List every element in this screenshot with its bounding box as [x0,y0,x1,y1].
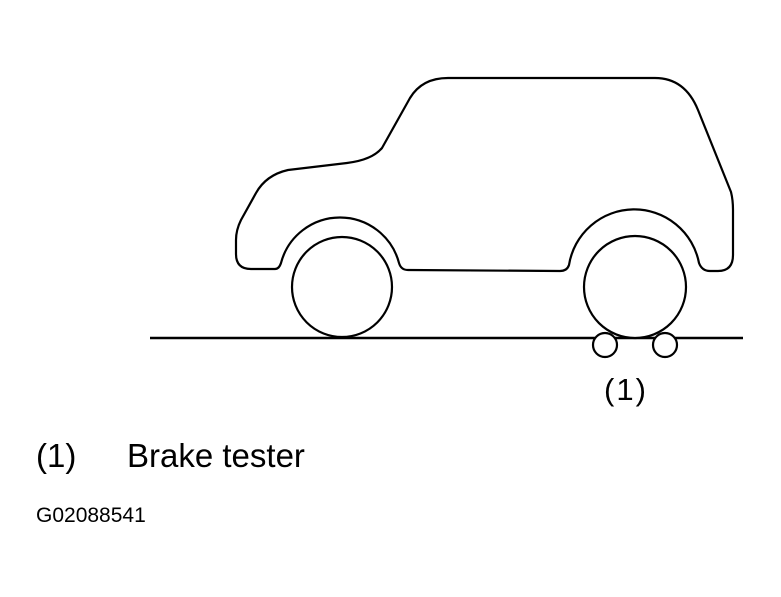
callout-label-1: (1) [604,372,648,407]
figure-id: G02088541 [36,504,146,527]
front-wheel [290,235,394,339]
vehicle-body [234,76,735,273]
brake-tester-roller-right [651,331,679,359]
legend-item-text: Brake tester [127,437,305,474]
brake-tester-roller-left [591,331,619,359]
legend-item-number: (1) [36,437,77,474]
rear-wheel [582,234,688,340]
legend: (1) Brake tester [36,436,305,476]
